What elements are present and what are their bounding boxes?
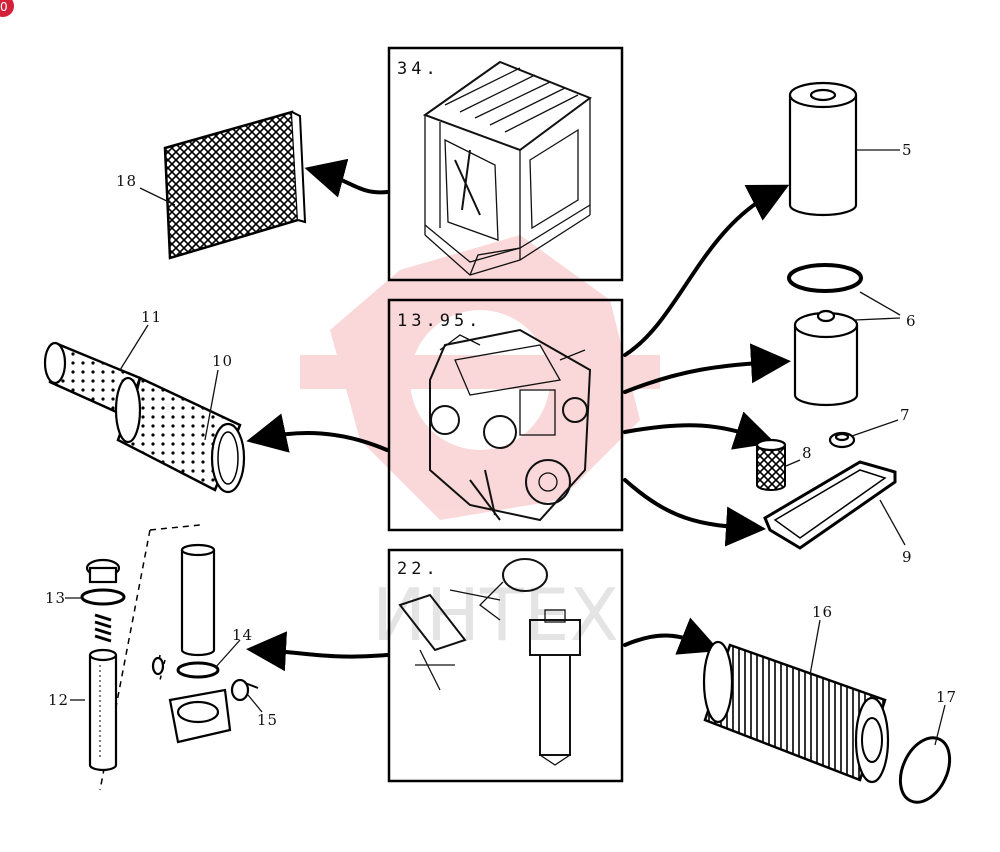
watermark-text: ИНТЕХ [372,573,619,657]
callout-5: 5 [902,141,913,159]
part-5-spin-on-filter[interactable] [788,81,858,217]
part-18-cab-filter[interactable] [163,110,307,260]
leader-lines [65,149,946,746]
callout-13: 13 [45,589,66,607]
callout-16: 16 [812,603,833,621]
corner-badge: 0 [0,0,14,17]
callout-17: 17 [936,688,957,706]
cab-drawing [422,60,593,276]
callout-18: 18 [116,172,137,190]
part-12-13-breather-assembly[interactable] [80,524,201,791]
cab-box[interactable]: 34. [387,46,624,282]
engine-drawing [429,328,592,522]
connector-arrows [246,158,791,672]
part-6-fuel-filter[interactable] [787,263,863,407]
part-10-outer-air-filter[interactable] [114,376,246,494]
part-7-cap[interactable] [828,431,856,449]
callout-7: 7 [900,406,911,424]
callout-6: 6 [906,312,917,330]
callout-10: 10 [212,352,233,370]
part-9-gasket[interactable] [763,460,897,550]
callout-15: 15 [257,711,278,729]
part-8-strainer[interactable] [755,438,787,491]
callout-8: 8 [802,444,813,462]
callout-14: 14 [232,626,253,644]
hydraulic-box-label: 22. [397,559,440,579]
part-16-pleated-filter[interactable] [702,640,890,784]
watermark-logo [300,235,660,520]
cab-box-label: 34. [397,59,440,79]
hydraulic-drawing [398,558,581,766]
callout-9: 9 [902,548,913,566]
hydraulic-box[interactable]: 22. [387,548,624,783]
engine-box[interactable]: 13.95. [387,298,624,532]
callouts: 5 6 7 8 9 10 11 12 13 14 15 16 17 18 [45,141,957,729]
callout-12: 12 [48,691,69,709]
engine-box-label: 13.95. [397,311,482,331]
badge-text: 0 [0,0,8,14]
callout-11: 11 [141,308,162,326]
part-14-cartridge[interactable] [151,543,220,681]
part-15-housing[interactable] [168,678,259,744]
part-17-o-ring[interactable] [891,730,960,810]
